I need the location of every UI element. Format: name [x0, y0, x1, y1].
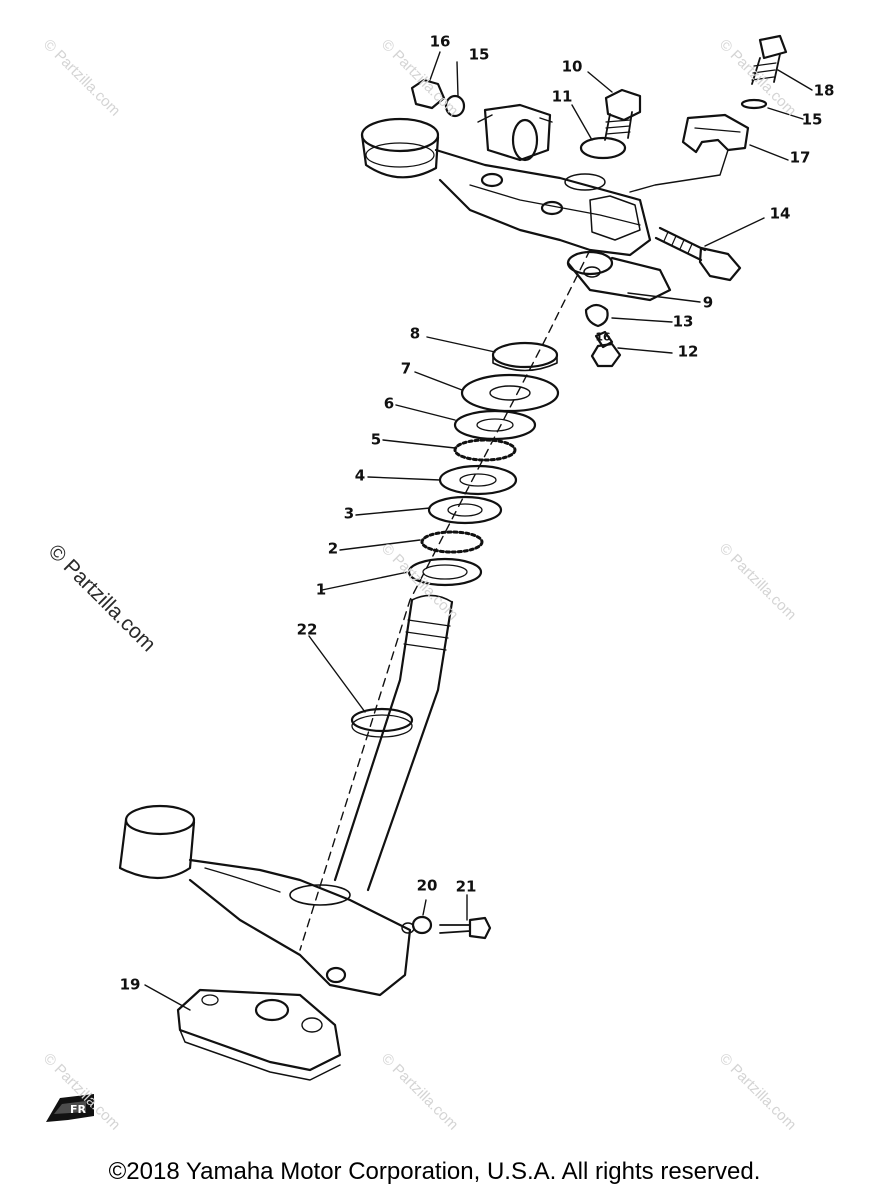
callout-3: 3: [343, 504, 355, 523]
part-8-ring-nut: [491, 341, 559, 369]
part-21-bolt: [439, 916, 492, 940]
callout-16-small: 16: [595, 330, 611, 344]
part-13-nut: [584, 303, 609, 328]
callout-22: 22: [296, 620, 318, 639]
callout-20: 20: [416, 876, 438, 895]
part-22-seal: [350, 707, 414, 733]
callout-9: 9: [702, 293, 714, 312]
part-11-washer: [579, 136, 627, 160]
part-12-bolt: [590, 330, 622, 368]
part-2-ball-ring: [420, 530, 484, 554]
front-badge-text: FR: [70, 1103, 87, 1116]
callout-4: 4: [354, 466, 366, 485]
part-20-washer: [411, 915, 433, 935]
callout-14: 14: [769, 204, 791, 223]
part-5-ball-ring: [453, 438, 517, 462]
callout-21: 21: [455, 877, 477, 896]
callout-12: 12: [677, 342, 699, 361]
callout-11: 11: [551, 87, 573, 106]
lower-bracket: [118, 804, 415, 997]
part-9-clamp: [566, 250, 672, 302]
part-7-cover: [460, 373, 560, 413]
callout-15-right: 15: [801, 110, 823, 129]
part-19-plate: [176, 988, 342, 1081]
part-6-race: [453, 409, 537, 441]
callout-18: 18: [813, 81, 835, 100]
part-1-race: [407, 557, 483, 587]
callout-17: 17: [789, 148, 811, 167]
upper-bracket: [360, 103, 652, 257]
part-18-bolt: [751, 34, 788, 85]
part-15-washer-left: [444, 94, 466, 118]
part-16-nut-left: [410, 78, 446, 110]
callout-5: 5: [370, 430, 382, 449]
callout-15-left: 15: [468, 45, 490, 64]
steering-stem: [333, 594, 454, 892]
part-4-race: [438, 464, 518, 496]
callout-1: 1: [315, 580, 327, 599]
callout-6: 6: [383, 394, 395, 413]
callout-2: 2: [327, 539, 339, 558]
part-10-bolt: [604, 88, 642, 141]
part-3-race: [427, 495, 503, 525]
copyright-notice: ©2018 Yamaha Motor Corporation, U.S.A. A…: [108, 1158, 761, 1185]
callout-19: 19: [119, 975, 141, 994]
callout-7: 7: [400, 359, 412, 378]
leader-lines: [144, 51, 813, 1011]
part-17-cap: [681, 113, 750, 154]
front-direction-arrow-icon: FR: [46, 1094, 94, 1122]
part-15-washer-right: [740, 98, 768, 110]
steering-assembly-diagram: [118, 34, 813, 1081]
part-14-bolt: [654, 226, 742, 282]
center-axis: [299, 249, 591, 951]
callout-8: 8: [409, 324, 421, 343]
callout-16-left: 16: [429, 32, 451, 51]
callout-10: 10: [561, 57, 583, 76]
callout-13: 13: [672, 312, 694, 331]
